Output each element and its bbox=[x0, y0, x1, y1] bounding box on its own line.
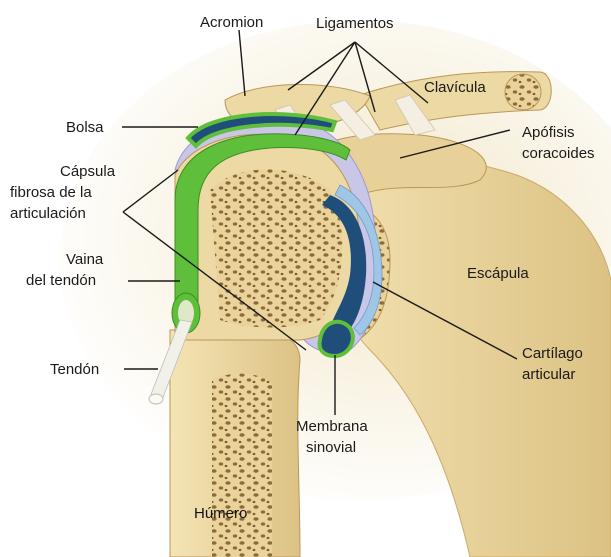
label-cartilago-line2: articular bbox=[522, 366, 575, 383]
label-tendon: Tendón bbox=[50, 361, 99, 378]
label-clavicula: Clavícula bbox=[424, 79, 486, 96]
tendon-end bbox=[149, 394, 163, 404]
label-membrana-line2: sinovial bbox=[306, 439, 356, 456]
label-capsula-line3: articulación bbox=[10, 205, 86, 222]
synovial-recess bbox=[320, 322, 353, 356]
label-apofisis-line1: Apófisis bbox=[522, 124, 575, 141]
label-capsula-line2: fibrosa de la bbox=[10, 184, 92, 201]
clavicle-cross-section bbox=[505, 74, 541, 110]
label-vaina-line2: del tendón bbox=[26, 272, 96, 289]
label-escapula: Escápula bbox=[467, 265, 529, 282]
humeral-head-spongy bbox=[210, 169, 342, 327]
label-cartilago-line1: Cartílago bbox=[522, 345, 583, 362]
label-acromion: Acromion bbox=[200, 14, 263, 31]
label-apofisis-line2: coracoides bbox=[522, 145, 595, 162]
label-capsula-line1: Cápsula bbox=[60, 163, 116, 180]
label-membrana-line1: Membrana bbox=[296, 418, 368, 435]
label-vaina-line1: Vaina bbox=[66, 251, 104, 268]
label-bolsa: Bolsa bbox=[66, 119, 104, 136]
label-ligamentos: Ligamentos bbox=[316, 15, 394, 32]
label-humero: Húmero bbox=[194, 505, 247, 522]
medullary-spongy-bone bbox=[212, 374, 272, 557]
